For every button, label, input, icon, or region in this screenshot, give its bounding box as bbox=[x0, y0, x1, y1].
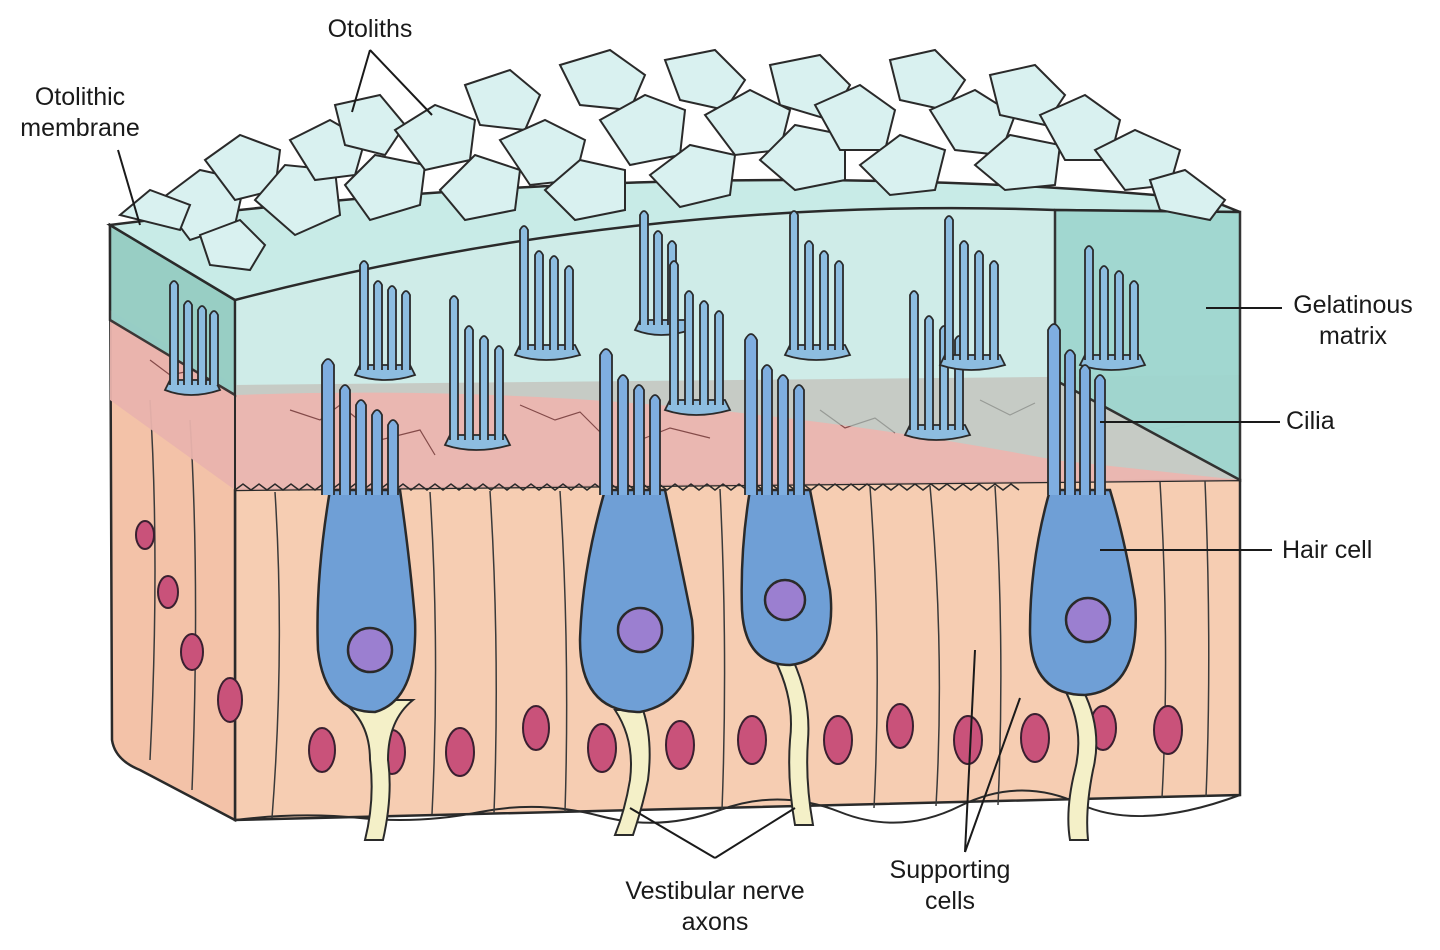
leader-vestibular-axons bbox=[629, 807, 796, 859]
label-otolithic-membrane: Otolithic membrane bbox=[20, 83, 140, 142]
supporting-cell-nuclei bbox=[135, 520, 1183, 777]
supporting-cell-boundaries bbox=[149, 399, 1210, 819]
hair-cell-nucleus bbox=[346, 626, 394, 674]
label-cilia: Cilia bbox=[1286, 407, 1335, 435]
label-hair-cell: Hair cell bbox=[1282, 536, 1373, 564]
cilia-bundles bbox=[163, 210, 1147, 451]
label-supporting-cells: Supporting cells bbox=[889, 856, 1011, 915]
hair-cell bbox=[578, 348, 695, 714]
cilia-bundle bbox=[663, 260, 732, 416]
hair-cell-nucleus bbox=[616, 606, 664, 654]
hair-cell bbox=[740, 333, 833, 667]
leader-lines bbox=[117, 49, 1282, 859]
gel-front-face bbox=[235, 208, 1240, 480]
cilia-bundle bbox=[353, 260, 417, 381]
cilia-bundle bbox=[1078, 245, 1147, 371]
hair-cell-nucleus bbox=[1064, 596, 1112, 644]
block-bottom-edge bbox=[234, 789, 1241, 824]
hair-cell bbox=[1028, 323, 1137, 697]
cilia-bundle bbox=[903, 290, 972, 441]
label-otoliths: Otoliths bbox=[327, 15, 413, 43]
cilia-bundle bbox=[783, 210, 852, 361]
cilia-bundle bbox=[513, 225, 582, 361]
nerve-axons bbox=[336, 659, 1098, 841]
hair-cell bbox=[316, 358, 417, 714]
label-vestibular-nerve-axons: Vestibular nerve axons bbox=[625, 877, 805, 936]
cilia-bundle bbox=[163, 280, 222, 396]
cilia-bundle bbox=[443, 295, 512, 451]
hair-cell-nucleus bbox=[763, 578, 807, 622]
leader-otoliths bbox=[351, 49, 433, 116]
leader-otolithic-membrane bbox=[117, 149, 141, 226]
cilia-bundle bbox=[938, 215, 1007, 371]
hair-cells bbox=[316, 323, 1137, 841]
otolith-crystals bbox=[117, 48, 1227, 272]
label-gelatinous-matrix: Gelatinous matrix bbox=[1293, 291, 1413, 350]
leader-supporting-cells bbox=[964, 649, 1021, 853]
